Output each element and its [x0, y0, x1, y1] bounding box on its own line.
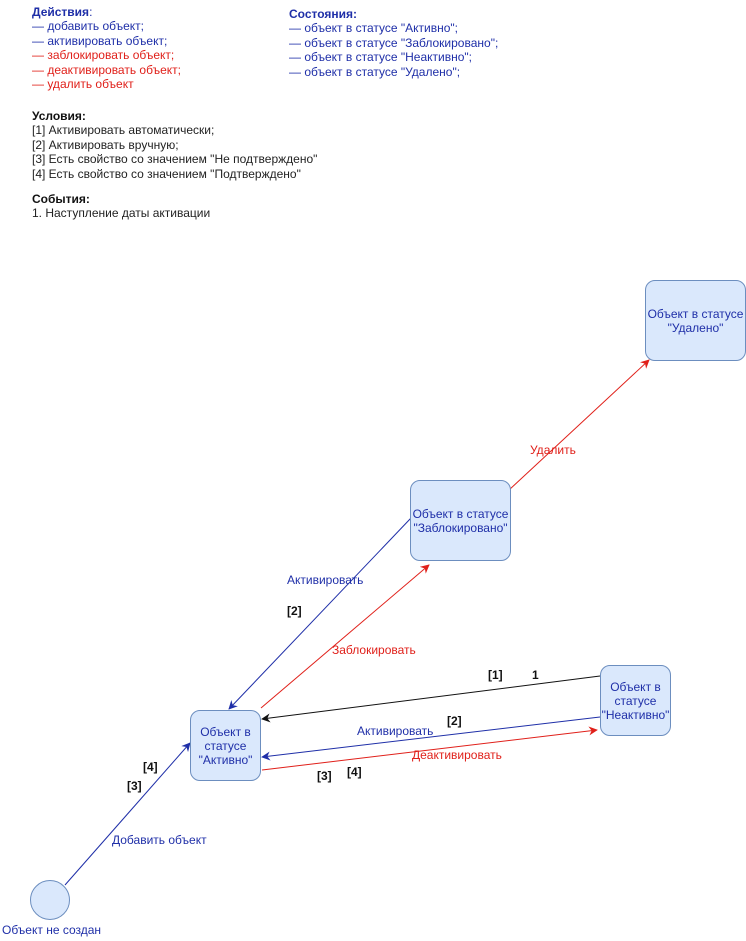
edge-activate-from-inactive — [261, 716, 601, 761]
start-node-label: Объект не создан — [2, 923, 102, 937]
edge-label-activate-from-blocked: Активировать — [287, 573, 364, 587]
state-item: — объект в статусе "Активно"; — [289, 21, 458, 36]
condition-item: [3] Есть свойство со значением "Не подтв… — [32, 152, 318, 167]
conditions-title: Условия: — [32, 109, 86, 123]
condition-mark: [3] — [127, 779, 142, 793]
edge-label-add-object: Добавить объект — [112, 833, 207, 847]
events-title: События: — [32, 192, 90, 206]
event-item: 1. Наступление даты активации — [32, 206, 211, 221]
edge-delete — [508, 359, 650, 491]
actions-title: Действия: — [32, 5, 93, 19]
state-item: — объект в статусе "Заблокировано"; — [289, 35, 499, 50]
edge-label-deactivate: Деактивировать — [412, 748, 502, 762]
action-item: — добавить объект; — [32, 19, 144, 34]
node-inactive-label: Объект в статусе "Неактивно" — [601, 679, 670, 722]
action-item: — деактивировать объект; — [32, 62, 181, 77]
node-blocked[interactable]: Объект в статусе "Заблокировано" — [410, 480, 511, 561]
state-item: — объект в статусе "Неактивно"; — [289, 50, 472, 65]
node-active-label: Объект в статусе "Активно" — [198, 724, 253, 767]
edge-block — [260, 564, 430, 709]
edge-auto-activate — [261, 675, 601, 723]
condition-mark: [4] — [347, 765, 362, 779]
condition-mark: [4] — [143, 760, 158, 774]
edge-deactivate — [261, 726, 598, 771]
edge-activate-from-blocked — [228, 517, 412, 710]
events-legend: События: 1. Наступление даты активации — [32, 192, 210, 221]
node-active[interactable]: Объект в статусе "Активно" — [190, 710, 261, 781]
conditions-legend: Условия: [1] Активировать автоматически;… — [32, 109, 317, 181]
event-mark: 1 — [532, 668, 539, 682]
condition-mark: [2] — [287, 604, 302, 618]
states-title: Состояния: — [289, 7, 358, 21]
start-node[interactable] — [30, 880, 70, 920]
condition-item: [2] Активировать вручную; — [32, 137, 179, 152]
node-inactive[interactable]: Объект в статусе "Неактивно" — [600, 665, 671, 736]
node-deleted[interactable]: Объект в статусе "Удалено" — [645, 280, 746, 361]
states-legend: Состояния: — объект в статусе "Активно";… — [289, 7, 498, 79]
action-item: — заблокировать объект; — [32, 48, 175, 63]
condition-mark: [2] — [447, 714, 462, 728]
action-item: — удалить объект — [32, 77, 134, 92]
actions-legend: Действия: — добавить объект; — активиров… — [32, 5, 181, 91]
condition-mark: [1] — [488, 668, 503, 682]
condition-item: [1] Активировать автоматически; — [32, 123, 215, 138]
state-item: — объект в статусе "Удалено"; — [289, 64, 461, 79]
action-item: — активировать объект; — [32, 33, 168, 48]
condition-mark: [3] — [317, 769, 332, 783]
node-blocked-label: Объект в статусе "Заблокировано" — [412, 506, 509, 535]
node-deleted-label: Объект в статусе "Удалено" — [647, 306, 744, 335]
edge-label-block: Заблокировать — [332, 643, 416, 657]
condition-item: [4] Есть свойство со значением "Подтверж… — [32, 166, 301, 181]
edge-label-activate-from-inactive: Активировать — [357, 724, 434, 738]
edge-add-object — [64, 742, 191, 886]
edge-label-delete: Удалить — [530, 443, 576, 457]
